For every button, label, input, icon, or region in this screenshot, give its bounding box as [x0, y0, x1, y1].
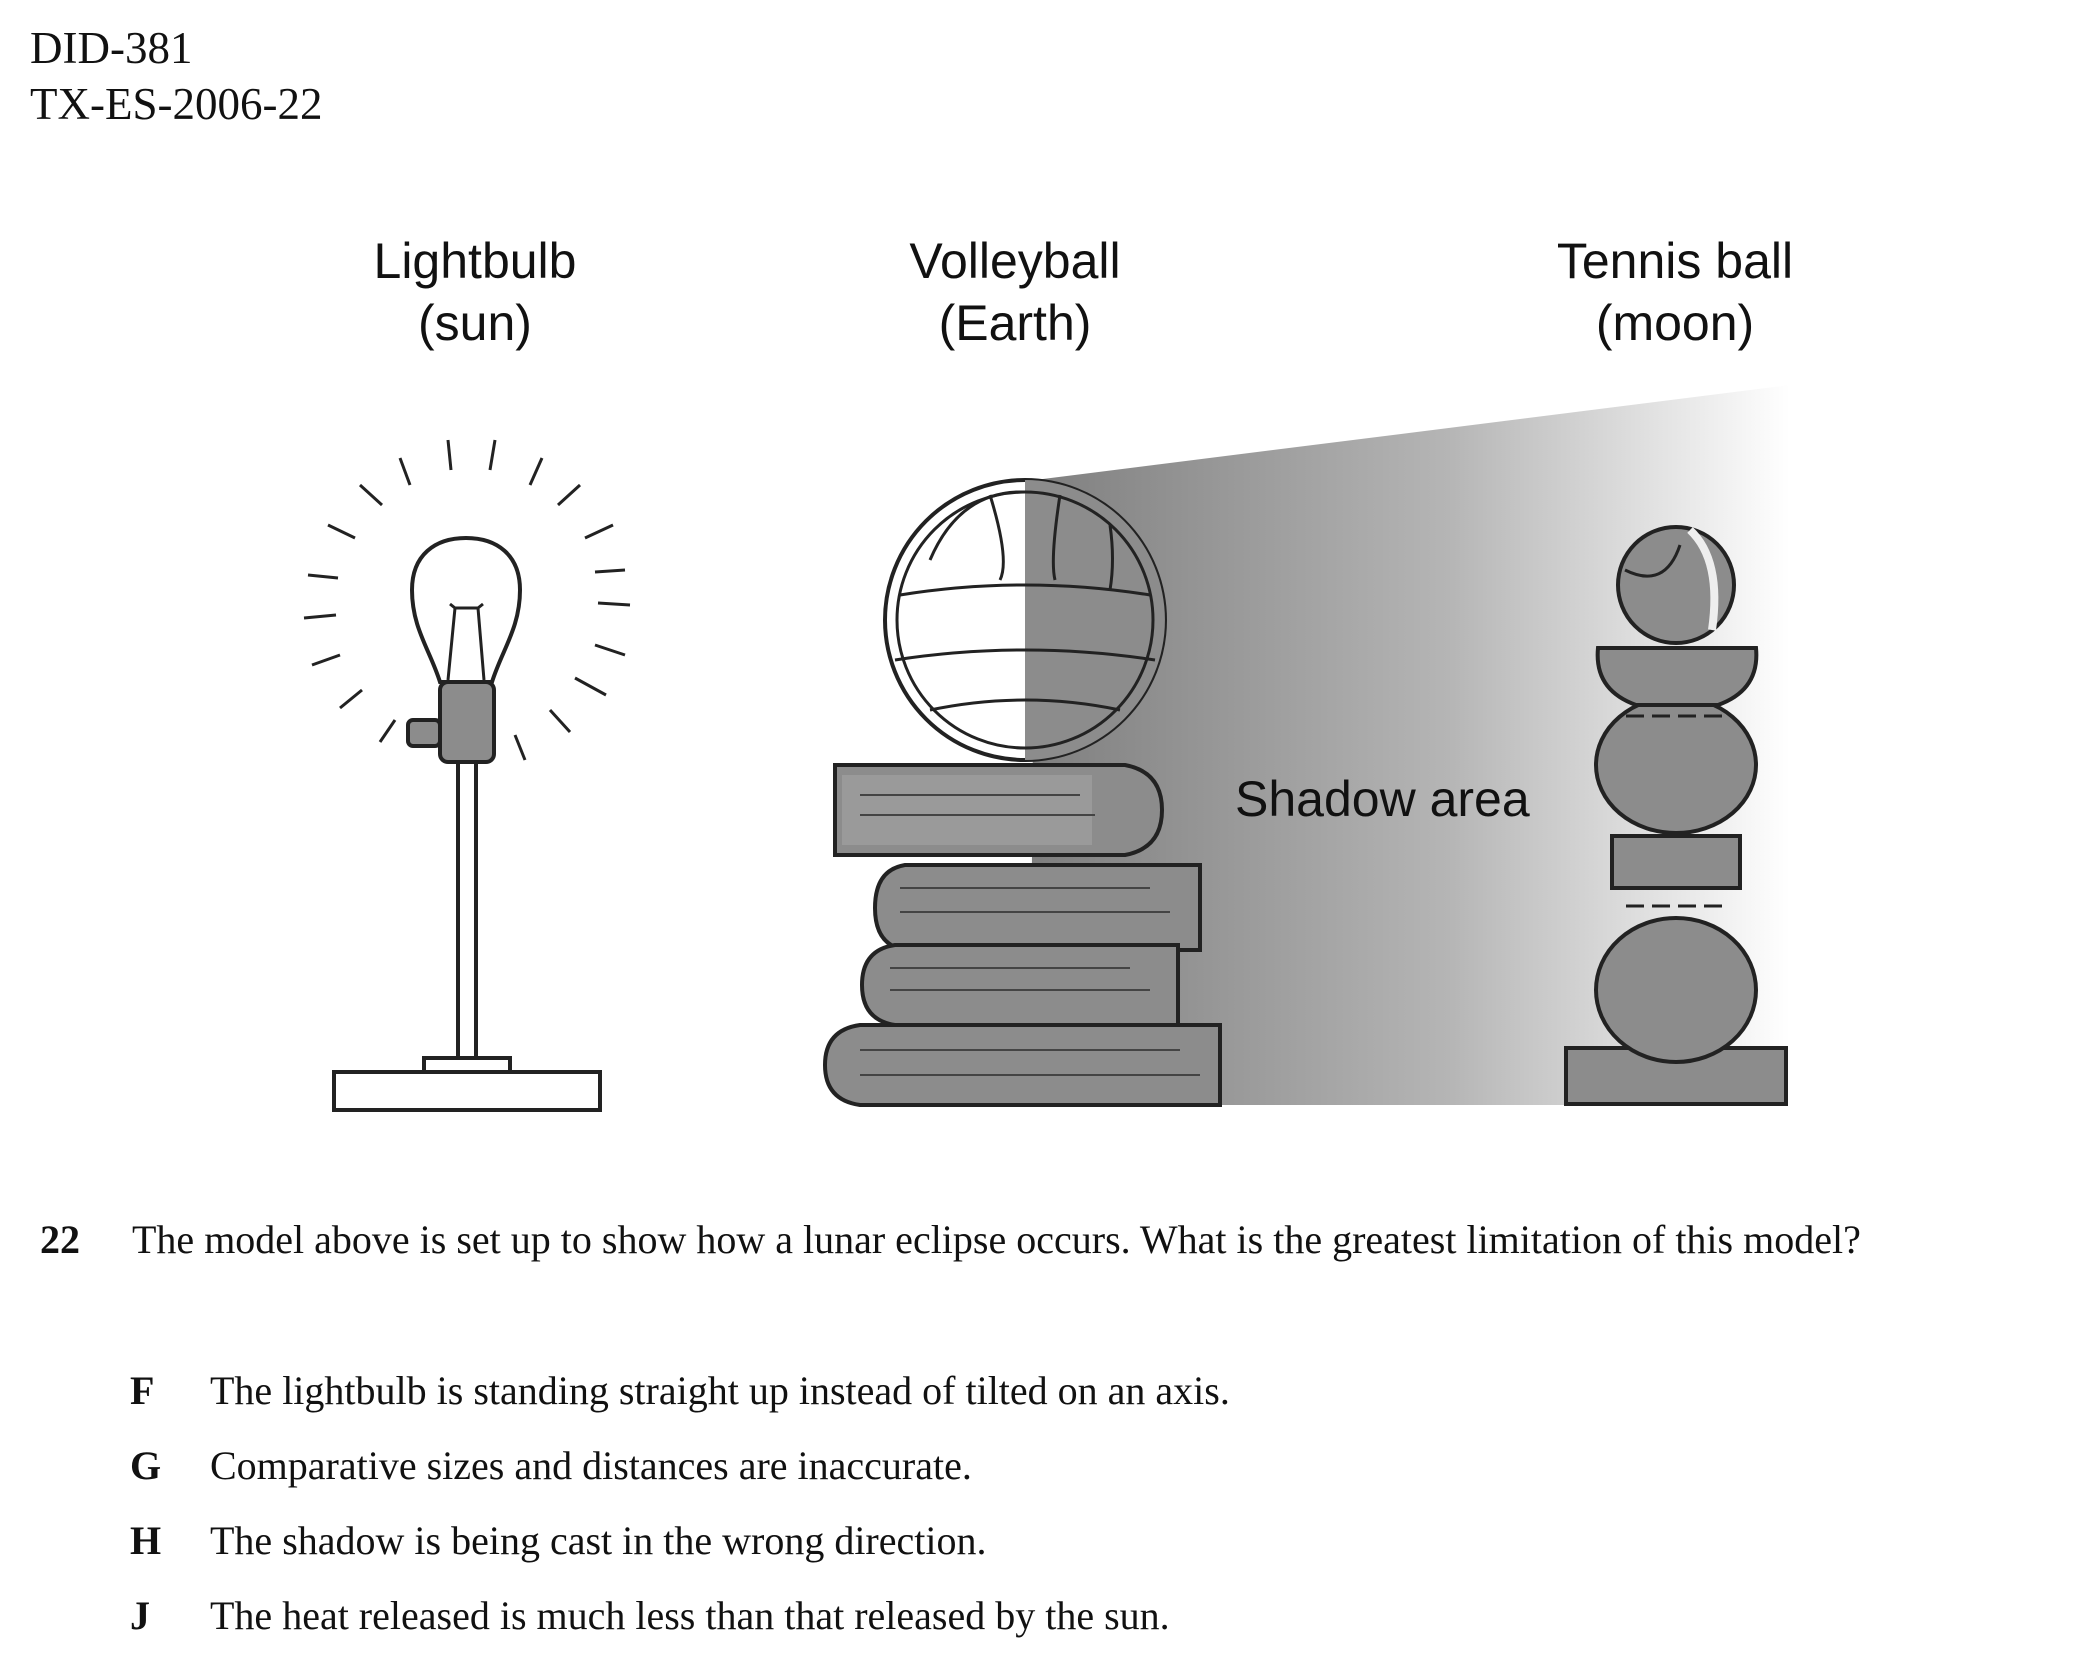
- lightbulb-lamp: [303, 439, 631, 1112]
- book-4: [822, 1023, 1222, 1107]
- book-2: [872, 863, 1202, 952]
- lightbulb-name: Lightbulb: [373, 233, 577, 289]
- choice-text: The shadow is being cast in the wrong di…: [210, 1518, 987, 1563]
- bulb-socket: [438, 680, 496, 764]
- document-header: DID-381 TX-ES-2006-22: [30, 20, 322, 132]
- switch-knob: [406, 718, 442, 748]
- tennis-ball-stand: [1564, 525, 1788, 1106]
- question-number: 22: [40, 1217, 80, 1262]
- item-code: TX-ES-2006-22: [30, 79, 323, 129]
- choice-text: The lightbulb is standing straight up in…: [210, 1368, 1230, 1413]
- choice-text: The heat released is much less than that…: [210, 1593, 1170, 1638]
- book-stack: [822, 763, 1222, 1107]
- book-3: [859, 943, 1180, 1027]
- choice-letter: J: [130, 1593, 150, 1638]
- moon-caption: (moon): [1595, 295, 1755, 351]
- shadow-area-label: Shadow area: [1235, 771, 1530, 827]
- volleyball: [883, 478, 1167, 762]
- lamp-base: [332, 1070, 602, 1112]
- lamp-collar: [422, 1056, 512, 1074]
- choice-letter: G: [130, 1443, 162, 1488]
- lamp-pole: [456, 760, 478, 1064]
- tennis-ball-label: Tennis ball (moon): [1540, 230, 1810, 354]
- choice-letter: F: [130, 1368, 155, 1413]
- document-id: DID-381: [30, 23, 193, 73]
- lightbulb-label: Lightbulb (sun): [330, 230, 620, 354]
- tennis-ball-name: Tennis ball: [1556, 233, 1794, 289]
- choice-letter: H: [130, 1518, 162, 1563]
- shadow-area: [1030, 385, 1790, 1105]
- bulb-filament: [446, 602, 486, 681]
- sun-caption: (sun): [418, 295, 532, 351]
- light-rays-icon: [303, 439, 631, 761]
- question-text: The model above is set up to show how a …: [132, 1217, 1861, 1262]
- choice-text: Comparative sizes and distances are inac…: [210, 1443, 972, 1488]
- volleyball-label: Volleyball (Earth): [880, 230, 1150, 354]
- volleyball-name: Volleyball: [909, 233, 1121, 289]
- earth-caption: (Earth): [938, 295, 1092, 351]
- bulb-glass: [409, 535, 523, 684]
